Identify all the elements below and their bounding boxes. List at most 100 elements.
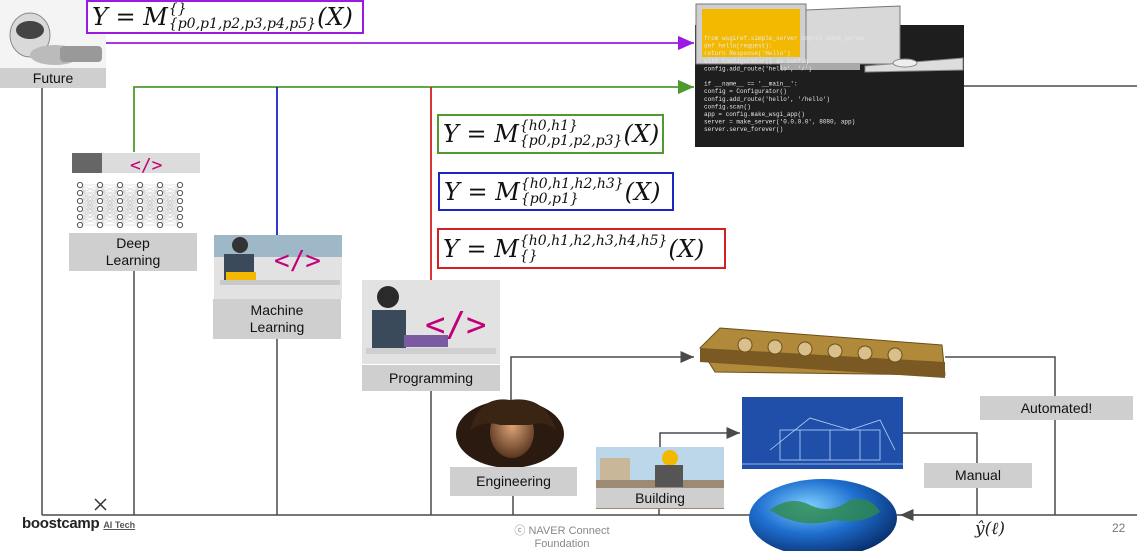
nn-edge — [99, 184, 121, 226]
nn-edge — [159, 184, 181, 218]
nn-edge — [139, 184, 161, 194]
nn-edge — [159, 184, 181, 202]
nn-edge — [119, 184, 141, 210]
label-machine-learning-line2: Learning — [249, 319, 305, 335]
nn-node — [76, 197, 84, 205]
nn-edge — [119, 216, 141, 226]
nn-edge — [99, 184, 121, 210]
nn-edge — [79, 200, 101, 226]
nn-edge — [79, 216, 101, 226]
nn-edge — [119, 184, 141, 202]
code-line: with Configurator() as config: — [704, 58, 812, 65]
label-deep-learning-line2: Learning — [105, 252, 161, 268]
nn-edge — [99, 184, 121, 218]
engineer-portrait-image — [456, 399, 564, 468]
nn-node — [176, 213, 184, 221]
formula-top: Y = M {}{p0,p1,p2,p3,p4,p5} (X) — [86, 0, 364, 34]
label-programming: Programming — [362, 365, 500, 391]
nn-node — [96, 189, 104, 197]
nn-edge — [159, 184, 181, 194]
nn-edge — [119, 184, 141, 226]
nn-node — [76, 189, 84, 197]
nn-node — [136, 181, 144, 189]
label-future: Future — [0, 68, 106, 88]
code-line: server = make_server('0.0.0.0', 8080, ap… — [704, 119, 855, 126]
nn-node — [116, 181, 124, 189]
nn-edge — [159, 208, 181, 226]
nn-node — [96, 197, 104, 205]
label-manual: Manual — [924, 463, 1032, 488]
formula-blue: Y = M {h0,h1,h2,h3}{p0,p1} (X) — [438, 172, 674, 211]
code-line: app = config.make_wsgi_app() — [704, 111, 805, 118]
nn-node — [116, 205, 124, 213]
nn-edge — [79, 184, 101, 194]
nn-edge — [79, 208, 101, 226]
nn-edge — [79, 192, 101, 226]
code-line: server.serve_forever() — [704, 126, 783, 133]
nn-edge — [99, 184, 121, 194]
nn-edge — [79, 184, 101, 202]
nn-node — [116, 221, 124, 229]
nn-node — [116, 189, 124, 197]
label-building: Building — [596, 488, 724, 508]
nn-node — [116, 213, 124, 221]
nn-edge — [139, 184, 161, 210]
code-text: from wsgiref.simple_server import make_s… — [704, 35, 866, 133]
globe-icon — [749, 479, 897, 551]
machine-learning-image: </> — [214, 235, 342, 299]
nn-node — [156, 189, 164, 197]
copyright: ⓒ NAVER Connect Foundation — [500, 525, 624, 551]
nn-edge — [119, 200, 141, 226]
svg-text:</>: </> — [130, 155, 163, 176]
page-number: 22 — [1112, 521, 1126, 535]
nn-node — [176, 181, 184, 189]
code-line: if __name__ == '__main__': — [704, 81, 798, 88]
nn-edge — [139, 184, 161, 202]
nn-node — [136, 197, 144, 205]
deep-learning-image: </> — [72, 153, 200, 176]
nn-edge — [99, 216, 121, 226]
nn-node — [136, 189, 144, 197]
nn-node — [176, 221, 184, 229]
nn-node — [156, 221, 164, 229]
nn-edge — [159, 184, 181, 210]
copyright-line1: ⓒ NAVER Connect — [514, 525, 610, 537]
nn-edge — [159, 184, 181, 226]
nn-node — [136, 213, 144, 221]
nn-edge — [99, 200, 121, 226]
engineering-to-calculator-arrow — [510, 351, 694, 404]
label-engineering: Engineering — [450, 467, 577, 496]
nn-node — [156, 205, 164, 213]
nn-node — [136, 221, 144, 229]
nn-node — [96, 181, 104, 189]
computer-icon — [695, 3, 964, 147]
nn-edge — [139, 216, 161, 226]
svg-text:</>: </> — [274, 246, 321, 276]
nn-edge — [79, 184, 101, 226]
nn-edge — [159, 216, 181, 226]
label-machine-learning-line1: Machine — [250, 302, 304, 318]
cross-marker-icon — [94, 498, 107, 511]
nn-node — [156, 213, 164, 221]
output-symbol: ŷ(ℓ) — [975, 519, 1005, 539]
code-line: from wsgiref.simple_server import make_s… — [704, 35, 866, 42]
nn-node — [76, 181, 84, 189]
green-arrow — [133, 79, 694, 152]
nn-edge — [99, 184, 121, 202]
nn-edge — [119, 192, 141, 226]
neural-network-icon — [76, 181, 184, 229]
nn-edge — [139, 184, 161, 218]
nn-node — [116, 197, 124, 205]
nn-node — [176, 189, 184, 197]
code-line: config.add_route('hello', '/hello') — [704, 96, 830, 103]
code-line: config.add_route('hello', '/') — [704, 65, 812, 72]
code-line: def hello(request): — [704, 43, 772, 50]
brand-name: boostcamp — [22, 515, 100, 532]
nn-edge — [139, 192, 161, 226]
label-machine-learning: Machine Learning — [213, 299, 341, 339]
brand-subtitle: AI Tech — [103, 520, 136, 530]
nn-edge — [119, 184, 141, 218]
nn-node — [76, 221, 84, 229]
nn-node — [96, 213, 104, 221]
